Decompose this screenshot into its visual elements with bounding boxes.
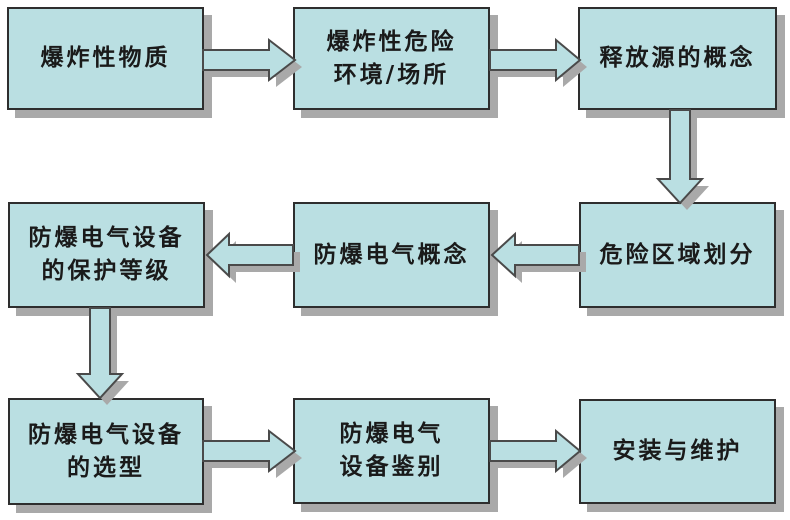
node-label: 防爆电气设备 [28, 225, 185, 252]
arrow-left-icon [490, 231, 586, 283]
node-label: 的保护等级 [41, 258, 172, 284]
node-equipment-protection-level: 防爆电气设备 的保护等级 [8, 202, 205, 308]
node-equipment-selection: 防爆电气设备 的选型 [8, 398, 204, 505]
node-hazardous-area-classification: 危险区域划分 [579, 202, 776, 308]
node-installation-maintenance: 安装与维护 [579, 399, 776, 504]
arrow-right-icon [489, 37, 587, 87]
arrow-right-icon [489, 428, 587, 478]
node-explosive-substances: 爆炸性物质 [7, 7, 204, 110]
node-label: 防爆电气概念 [313, 241, 470, 268]
arrow-down-icon [75, 307, 129, 405]
arrow-left-icon [205, 231, 300, 283]
arrow-down-icon [655, 109, 709, 210]
node-release-source-concept: 释放源的概念 [578, 7, 777, 110]
node-label: 危险区域划分 [599, 241, 756, 268]
node-label: 爆炸性物质 [40, 45, 171, 72]
node-label: 的选型 [67, 454, 145, 481]
arrow-right-icon [202, 428, 302, 478]
node-label: 爆炸性危险 [326, 28, 457, 55]
node-equipment-identification: 防爆电气 设备鉴别 [293, 398, 490, 504]
node-label: 防爆电气 [339, 421, 444, 448]
node-label: 防爆电气设备 [28, 421, 184, 448]
arrow-right-icon [202, 37, 302, 87]
node-hazardous-environment: 爆炸性危险 环境/场所 [293, 7, 490, 110]
node-label: 设备鉴别 [339, 454, 444, 480]
node-label: 环境/场所 [333, 61, 450, 88]
node-label: 安装与维护 [612, 438, 743, 465]
node-explosion-proof-concept: 防爆电气概念 [293, 202, 490, 308]
node-label: 释放源的概念 [599, 45, 756, 72]
